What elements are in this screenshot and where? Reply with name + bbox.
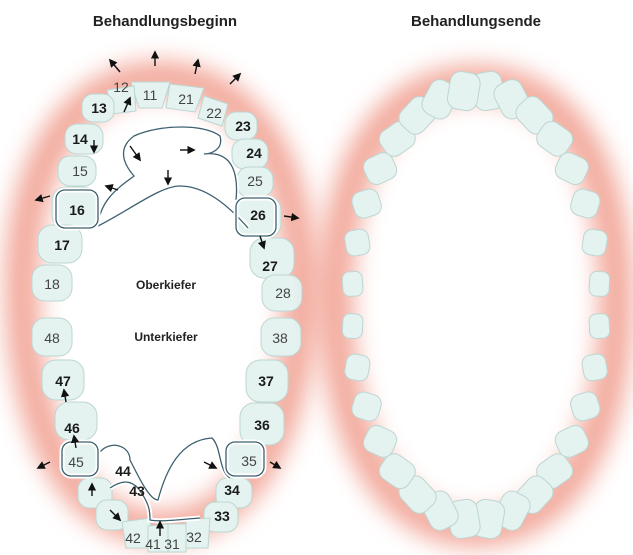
tooth-number-23: 23 bbox=[235, 118, 251, 134]
tooth-number-48: 48 bbox=[44, 330, 60, 346]
tooth-number-14: 14 bbox=[72, 131, 88, 147]
tooth-number-36: 36 bbox=[254, 417, 270, 433]
heading-treatment-start: Behandlungsbeginn bbox=[93, 13, 237, 30]
tooth-number-44: 44 bbox=[115, 463, 131, 479]
tooth-number-31: 31 bbox=[164, 536, 180, 552]
heading-treatment-end: Behandlungsende bbox=[411, 13, 541, 30]
jaw-end bbox=[336, 70, 616, 541]
label-lower-jaw: Unterkiefer bbox=[134, 330, 198, 344]
tooth-number-34: 34 bbox=[224, 482, 240, 498]
label-upper-jaw: Oberkiefer bbox=[136, 278, 196, 292]
tooth-number-12: 12 bbox=[113, 79, 129, 95]
tooth-number-22: 22 bbox=[206, 105, 222, 121]
aligned-tooth bbox=[589, 271, 610, 297]
tooth-number-17: 17 bbox=[54, 237, 70, 253]
tooth-number-38: 38 bbox=[272, 330, 288, 346]
aligned-tooth bbox=[581, 228, 609, 257]
tooth-number-37: 37 bbox=[258, 373, 274, 389]
tooth-number-11: 11 bbox=[143, 87, 158, 103]
tooth-number-13: 13 bbox=[91, 100, 107, 116]
aligned-tooth bbox=[342, 271, 363, 297]
gum-glow-right bbox=[336, 82, 616, 530]
tooth-number-27: 27 bbox=[262, 258, 278, 274]
tooth-number-24: 24 bbox=[246, 145, 262, 161]
aligned-tooth bbox=[343, 353, 371, 382]
jaw-start: Oberkiefer Unterkiefer 11 12 13 14 15 16… bbox=[22, 52, 302, 552]
tooth-number-26: 26 bbox=[250, 207, 266, 223]
tooth-number-35: 35 bbox=[241, 453, 257, 469]
tooth-number-43: 43 bbox=[129, 483, 145, 499]
tooth-number-18: 18 bbox=[44, 276, 60, 292]
aligned-tooth bbox=[581, 353, 609, 382]
tooth-number-42: 42 bbox=[125, 530, 141, 546]
tooth-number-15: 15 bbox=[72, 163, 88, 179]
tooth-number-46: 46 bbox=[64, 420, 80, 436]
tooth-number-16: 16 bbox=[69, 202, 85, 218]
tooth-number-21: 21 bbox=[178, 91, 194, 107]
tooth-number-33: 33 bbox=[214, 508, 230, 524]
aligned-tooth bbox=[342, 313, 363, 339]
tooth-number-32: 32 bbox=[186, 529, 202, 545]
aligned-tooth bbox=[343, 228, 371, 257]
tooth-number-28: 28 bbox=[275, 285, 291, 301]
tooth-number-25: 25 bbox=[247, 173, 263, 189]
aligned-tooth bbox=[589, 313, 610, 339]
tooth-number-41: 41 bbox=[145, 536, 161, 552]
tooth-number-45: 45 bbox=[68, 454, 84, 470]
aligned-teeth-arch bbox=[342, 70, 610, 541]
tooth-number-47: 47 bbox=[55, 373, 71, 389]
